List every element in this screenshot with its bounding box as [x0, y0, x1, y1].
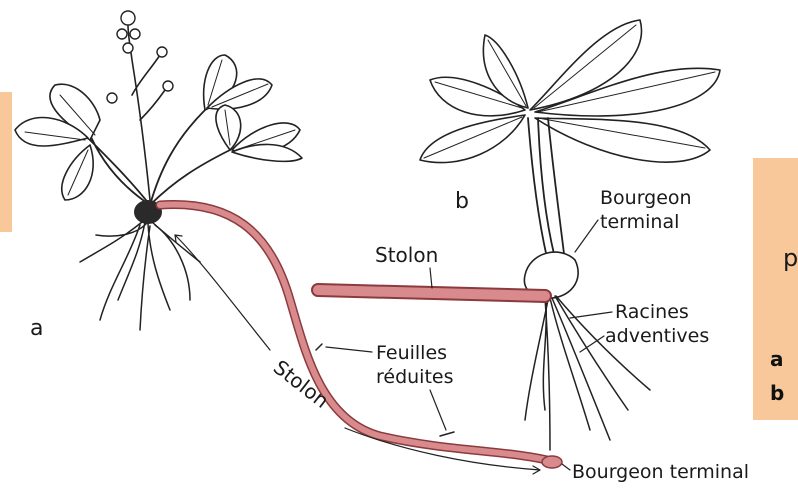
flower-cluster — [107, 11, 173, 103]
leaf-b-5 — [535, 118, 710, 162]
label-a: a — [30, 316, 43, 341]
racines-line2: adventives — [605, 325, 709, 347]
plant-b: b — [420, 20, 720, 450]
feuilles-line1: Feuilles — [376, 342, 447, 364]
side-panel-item-a: a — [770, 347, 784, 371]
label-b: b — [455, 189, 469, 214]
stolon-b-label: Stolon — [375, 243, 438, 267]
feuilles-line2: réduites — [376, 366, 454, 388]
bourgeon-b-line2: terminal — [600, 211, 679, 233]
terminal-bud-a — [542, 456, 562, 468]
side-panel-item-b: b — [770, 381, 784, 405]
leaf-right-mid — [216, 105, 241, 150]
roots-a — [80, 222, 200, 330]
plant-a: a — [15, 11, 302, 341]
left-side-panel — [0, 92, 12, 232]
side-panel-partial-text: p — [783, 244, 798, 272]
stolon-a — [160, 204, 562, 468]
racines-line1: Racines — [615, 301, 689, 323]
bourgeon-terminal-a-label: Bourgeon terminal — [572, 461, 749, 483]
bourgeon-b-line1: Bourgeon — [600, 187, 692, 209]
annotations: Stolon Stolon Feuilles réduites Bourgeon… — [175, 187, 749, 483]
stolon-b — [318, 290, 545, 296]
